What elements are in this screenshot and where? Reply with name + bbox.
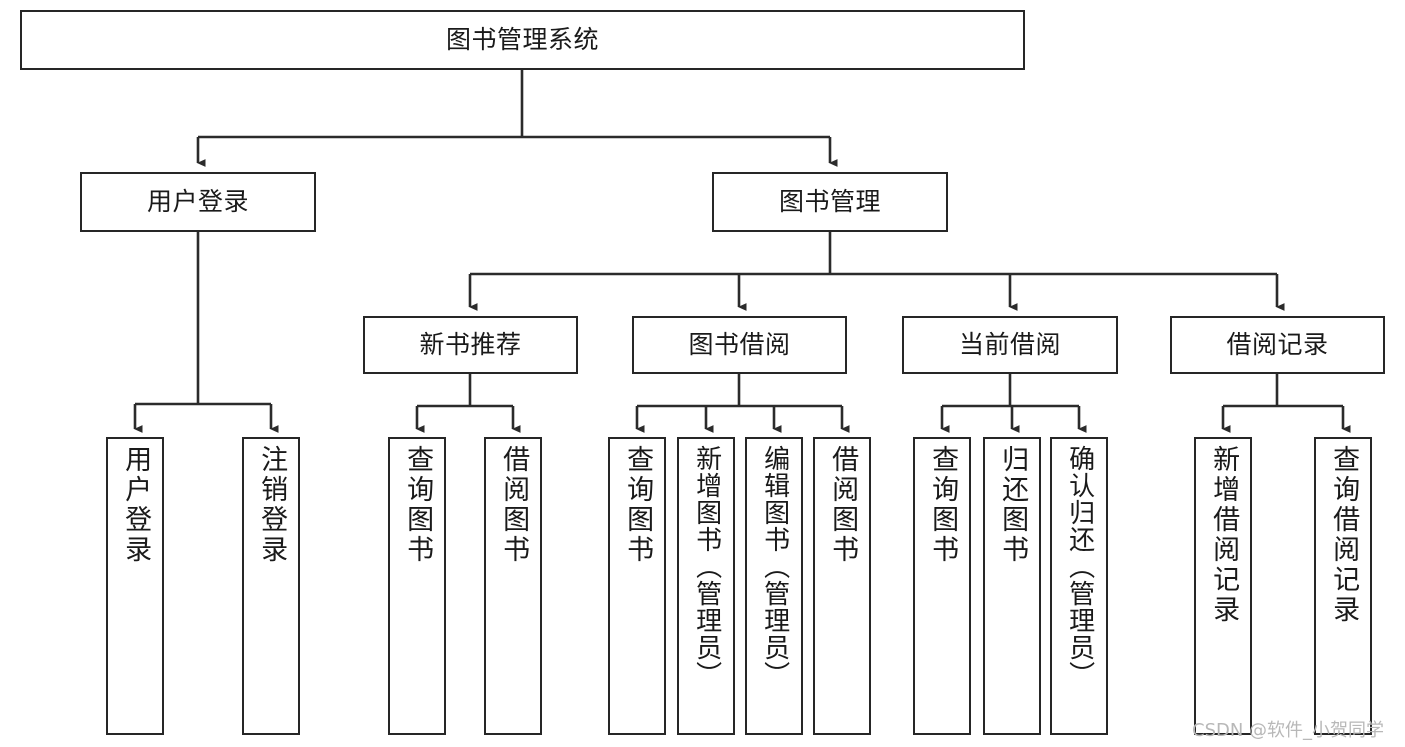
node-leaf-borrow-book-new[interactable]: 借阅图书 [484,437,542,735]
node-label: 查询图书 [402,445,434,565]
node-label: 新增借阅记录 [1208,445,1240,625]
node-label: 查询图书 [622,445,654,565]
node-leaf-return-book[interactable]: 归还图书 [983,437,1041,735]
node-label: 当前借阅 [958,330,1061,360]
node-root-system[interactable]: 图书管理系统 [20,10,1025,70]
node-label: 借阅记录 [1226,330,1329,360]
node-label: 新增图书（管理员） [691,445,722,688]
node-leaf-edit-book[interactable]: 编辑图书（管理员） [745,437,803,735]
node-label: 归还图书 [997,445,1029,565]
node-book-management[interactable]: 图书管理 [712,172,948,232]
node-label: 借阅图书 [827,445,859,565]
node-label: 用户登录 [146,187,249,217]
node-label: 图书管理 [778,187,881,217]
node-leaf-query-record[interactable]: 查询借阅记录 [1314,437,1372,735]
node-label: 用户登录 [120,445,152,565]
node-label: 新书推荐 [419,330,522,360]
node-label: 查询借阅记录 [1328,445,1360,625]
node-leaf-query-book-borrow[interactable]: 查询图书 [608,437,666,735]
node-label: 确认归还（管理员） [1064,445,1095,688]
node-label: 图书管理系统 [445,25,599,55]
node-current-borrow[interactable]: 当前借阅 [902,316,1118,374]
node-leaf-borrow-book[interactable]: 借阅图书 [813,437,871,735]
node-label: 查询图书 [927,445,959,565]
node-leaf-query-book-current[interactable]: 查询图书 [913,437,971,735]
node-user-login[interactable]: 用户登录 [80,172,316,232]
node-label: 借阅图书 [498,445,530,565]
node-leaf-query-book-new[interactable]: 查询图书 [388,437,446,735]
node-leaf-add-book[interactable]: 新增图书（管理员） [677,437,735,735]
node-leaf-logout[interactable]: 注销登录 [242,437,300,735]
node-new-book-recommend[interactable]: 新书推荐 [363,316,578,374]
node-label: 注销登录 [256,445,288,565]
node-borrow-record[interactable]: 借阅记录 [1170,316,1385,374]
node-leaf-user-login[interactable]: 用户登录 [106,437,164,735]
node-label: 图书借阅 [688,330,791,360]
node-leaf-confirm-return[interactable]: 确认归还（管理员） [1050,437,1108,735]
node-book-borrow[interactable]: 图书借阅 [632,316,847,374]
node-leaf-add-record[interactable]: 新增借阅记录 [1194,437,1252,735]
watermark: CSDN @软件_小贺同学 [1192,720,1385,741]
node-label: 编辑图书（管理员） [759,445,790,688]
